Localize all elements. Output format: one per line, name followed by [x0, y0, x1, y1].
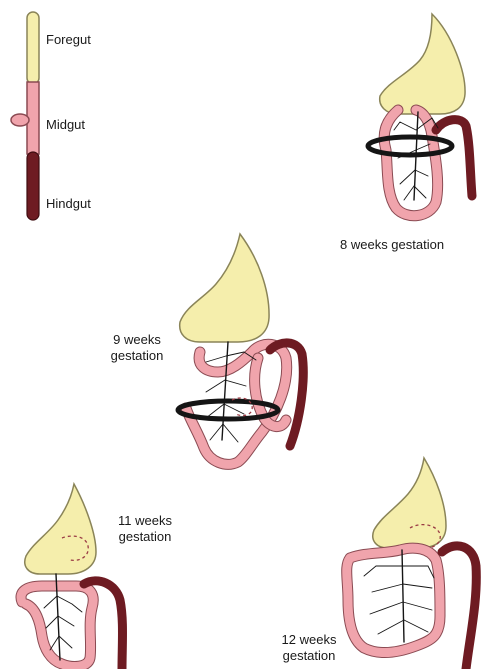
stage-9-weeks-drawing [178, 234, 303, 464]
foregut-12wk [373, 458, 446, 548]
foregut-8wk [380, 14, 465, 114]
stage-9-weeks-label: 9 weeks gestation [92, 332, 182, 364]
stage-11-weeks-label-line2: gestation [100, 529, 190, 545]
stage-12-weeks-drawing [347, 458, 477, 669]
stage-8-weeks-label: 8 weeks gestation [340, 237, 444, 253]
mesenteric-vessels-12wk [364, 550, 434, 642]
stage-9-weeks-label-line1: 9 weeks [92, 332, 182, 348]
foregut-9wk [180, 234, 269, 342]
stage-12-weeks-label-line2: gestation [264, 648, 354, 664]
legend-hindgut-segment [27, 152, 39, 220]
stage-11-weeks-label-line1: 11 weeks [100, 513, 190, 529]
legend-midgut-bulge [11, 114, 29, 126]
stage-9-weeks-label-line2: gestation [92, 348, 182, 364]
legend-foregut-segment [27, 12, 39, 84]
legend-bar [11, 12, 39, 220]
stage-8-weeks-drawing [368, 14, 472, 216]
stage-11-weeks-label: 11 weeks gestation [100, 513, 190, 545]
stage-12-weeks-label-line1: 12 weeks [264, 632, 354, 648]
stage-11-weeks-drawing [21, 484, 123, 669]
stage-12-weeks-label: 12 weeks gestation [264, 632, 354, 664]
hindgut-12wk [442, 546, 476, 669]
legend-foregut-label: Foregut [46, 32, 91, 48]
legend-midgut-label: Midgut [46, 117, 85, 133]
foregut-11wk [25, 484, 96, 574]
legend-hindgut-label: Hindgut [46, 196, 91, 212]
